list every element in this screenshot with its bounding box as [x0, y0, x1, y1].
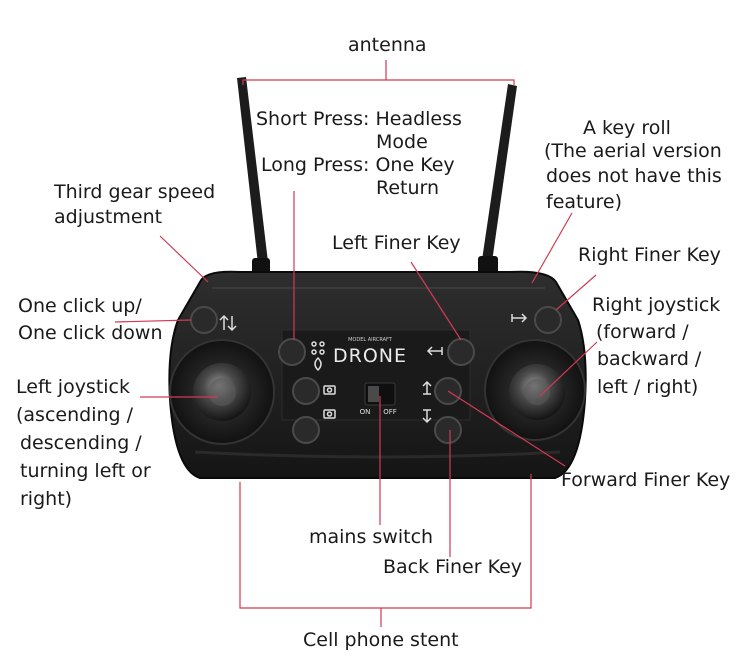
right-joystick[interactable] [484, 339, 586, 441]
label-third-gear: Third gear speed [54, 181, 216, 203]
brand-logo: DRONE [333, 345, 407, 367]
right-finer-key[interactable] [534, 306, 562, 334]
back-finer-key[interactable] [434, 416, 462, 444]
switch-off-label: OFF [383, 408, 397, 416]
label-one-click: One click up/ [18, 295, 142, 317]
speed-up-down-button[interactable] [190, 306, 218, 334]
label-back-finer-key: Back Finer Key [383, 556, 523, 578]
updown-arrow-icon [219, 314, 237, 332]
label-left-joystick-4: turning left or [20, 460, 151, 482]
controller-body [168, 270, 587, 479]
label-left-joystick-2: (ascending / [16, 404, 134, 426]
label-cell-phone-stent: Cell phone stent [303, 629, 459, 651]
label-key-roll-4: feature) [546, 191, 623, 213]
label-right-joystick-2: (forward / [596, 321, 689, 343]
label-left-finer-key: Left Finer Key [332, 232, 461, 254]
drone-icon [311, 341, 325, 355]
label-long-press: Long Press: One Key [261, 154, 455, 176]
video-icon [323, 409, 336, 419]
label-short-press: Short Press: Headless [256, 108, 462, 130]
label-short-press-mode: Mode [376, 131, 428, 153]
antenna-right [478, 84, 517, 278]
camera-icon [323, 385, 336, 395]
video-button[interactable] [292, 416, 320, 444]
label-antenna: antenna [348, 34, 427, 56]
label-right-joystick-4: left / right) [597, 376, 699, 398]
label-mains-switch: mains switch [309, 526, 434, 548]
left-arrow-icon [426, 346, 443, 356]
label-long-press-return: Return [376, 177, 440, 199]
label-third-gear-2: adjustment [54, 206, 163, 228]
label-key-roll: A key roll [583, 117, 671, 139]
up-arrow-icon [422, 380, 432, 395]
label-right-joystick: Right joystick [592, 294, 721, 316]
down-arrow-icon [422, 409, 432, 424]
label-one-click-2: One click down [18, 322, 163, 344]
label-key-roll-2: (The aerial version [544, 140, 722, 162]
left-finer-key[interactable] [447, 338, 475, 366]
label-forward-finer-key: Forward Finer Key [561, 469, 731, 491]
label-right-joystick-3: backward / [597, 348, 702, 370]
label-key-roll-3: does not have this [546, 165, 722, 187]
label-left-joystick-5: right) [20, 488, 73, 510]
photo-button[interactable] [292, 377, 320, 405]
label-left-joystick-3: descending / [20, 432, 142, 454]
left-joystick[interactable] [169, 339, 275, 445]
switch-on-label: ON [360, 408, 371, 416]
headless-return-button[interactable] [278, 338, 306, 366]
brand-subtitle: MODEL AIRCRAFT [348, 337, 393, 343]
label-left-joystick: Left joystick [16, 376, 131, 398]
leader-lines [114, 60, 598, 627]
label-right-finer-key: Right Finer Key [578, 244, 721, 266]
right-arrow-icon [511, 313, 528, 323]
location-pin-icon [314, 356, 322, 372]
